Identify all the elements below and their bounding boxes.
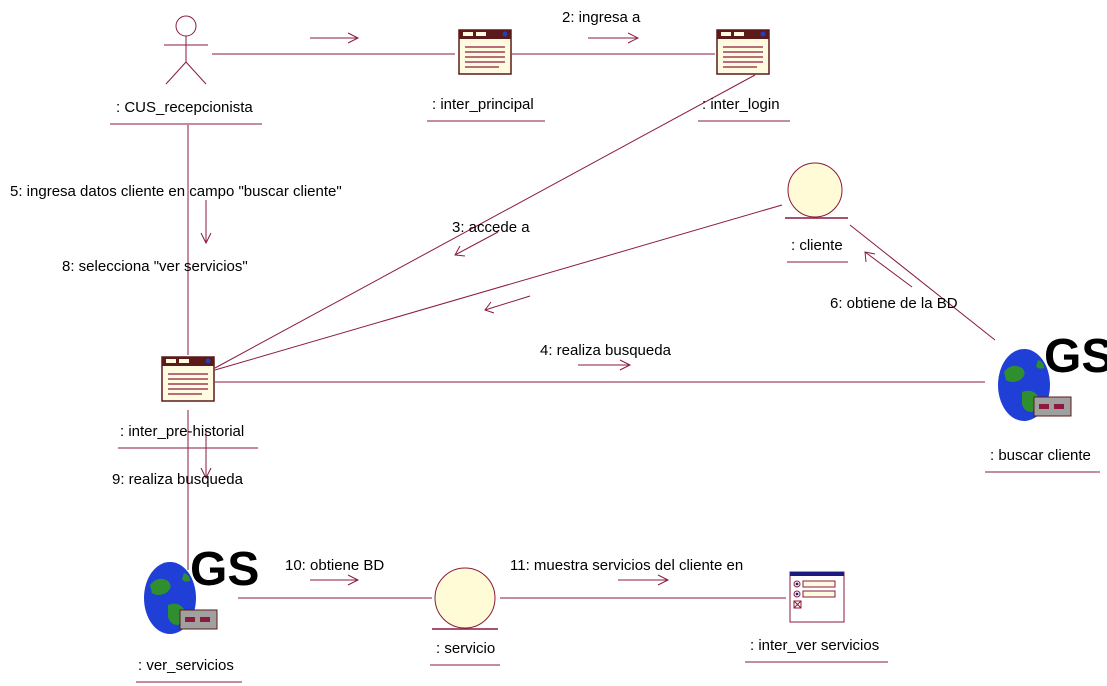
message-arrows — [200, 32, 913, 586]
message-arrow-6 — [864, 251, 913, 288]
object-label-inter-ver-servicios: : inter_ver servicios — [750, 637, 879, 654]
gs-label-buscar-cliente: GS — [1044, 330, 1107, 383]
entity-icon-cliente — [785, 162, 848, 219]
message-label-11: 11: muestra servicios del cliente en — [510, 557, 743, 574]
boundary-icon-inter-login — [716, 29, 770, 75]
actor-cus-recepcionista — [164, 15, 208, 85]
object-label-inter-pre-historial: : inter_pre-historial — [120, 423, 244, 440]
boundary-icon-inter-principal — [458, 29, 512, 75]
message-label-2: 2: ingresa a — [562, 9, 641, 26]
message-arrow-11 — [618, 574, 670, 586]
message-label-3: 3: accede a — [452, 219, 530, 236]
object-label-ver-servicios: : ver_servicios — [138, 657, 234, 674]
message-arrow-4 — [578, 359, 632, 371]
message-arrow-3 — [454, 231, 499, 257]
message-label-4: 4: realiza busqueda — [540, 342, 672, 359]
globe-icon-ver-servicios — [144, 562, 218, 634]
link-cliente-buscar-cliente — [849, 224, 996, 341]
entity-icon-servicio — [432, 567, 498, 630]
message-arrow-1 — [310, 32, 360, 44]
message-label-6: 6: obtiene de la BD — [830, 295, 958, 312]
object-label-actor: : CUS_recepcionista — [116, 99, 253, 116]
message-arrow-10 — [310, 574, 360, 586]
globe-icon-buscar-cliente — [998, 349, 1072, 421]
object-labels — [110, 120, 1100, 683]
form-icon-inter-ver-servicios — [789, 571, 845, 623]
message-arrow-5 — [200, 200, 212, 245]
message-arrow-2 — [588, 32, 640, 44]
boundary-icon-inter-pre-historial — [161, 356, 215, 402]
message-label-9: 9: realiza busqueda — [112, 471, 244, 488]
link-cliente-inter-pre-historial — [214, 204, 783, 371]
object-label-buscar-cliente: : buscar cliente — [990, 447, 1091, 464]
message-label-8: 8: selecciona "ver servicios" — [62, 258, 248, 275]
link-inter-login-inter-pre-historial — [214, 74, 756, 369]
message-arrow-9 — [200, 430, 212, 480]
object-label-inter-login: : inter_login — [702, 96, 780, 113]
message-arrow-7 — [484, 295, 531, 314]
message-label-10: 10: obtiene BD — [285, 557, 384, 574]
actor-head-icon — [175, 15, 197, 37]
object-label-servicio: : servicio — [436, 640, 495, 657]
object-label-cliente: : cliente — [791, 237, 843, 254]
message-label-5: 5: ingresa datos cliente en campo "busca… — [10, 183, 342, 200]
links — [187, 53, 996, 599]
gs-label-ver-servicios: GS — [190, 543, 259, 596]
object-label-inter-principal: : inter_principal — [432, 96, 534, 113]
